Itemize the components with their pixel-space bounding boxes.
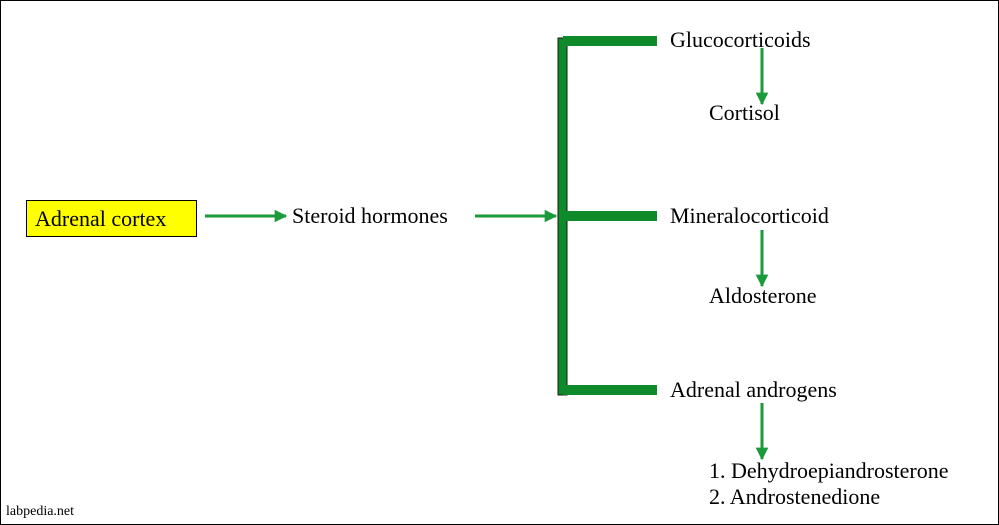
glucocorticoids-label: Glucocorticoids [670, 27, 811, 52]
dehydroepiandrosterone-label: 1. Dehydroepiandrosterone [709, 458, 949, 483]
adrenal-androgens-label: Adrenal androgens [670, 377, 837, 402]
cortisol-label: Cortisol [709, 100, 780, 125]
branch-bracket [557, 36, 657, 396]
androstenedione-label: 2. Androstenedione [709, 484, 881, 509]
bracket-arm-bottom [563, 385, 657, 395]
bracket-arm-middle [563, 211, 657, 221]
mineralocorticoid-label: Mineralocorticoid [670, 203, 829, 228]
source-watermark: labpedia.net [6, 504, 75, 519]
steroid-hormones-label: Steroid hormones [292, 203, 448, 228]
aldosterone-label: Aldosterone [709, 283, 817, 308]
adrenal-cortex-box: Adrenal cortex [26, 200, 197, 237]
bracket-arm-top [563, 36, 657, 46]
